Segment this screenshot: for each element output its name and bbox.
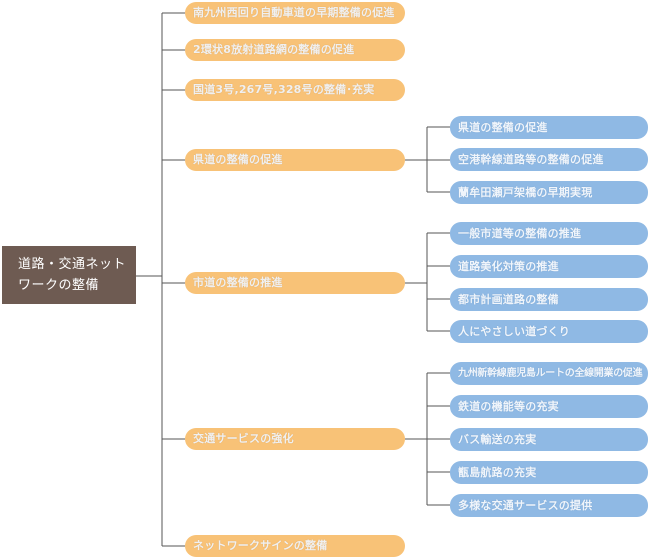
node-people-friendly-roads: 人にやさしい道づくり	[450, 320, 648, 343]
node-prefectural-road-promotion: 県道の整備の促進	[450, 116, 648, 139]
node-urban-planning-roads: 都市計画道路の整備	[450, 288, 648, 311]
root-label-line2: ワークの整備	[18, 278, 100, 293]
node-road-beautification: 道路美化対策の推進	[450, 255, 648, 278]
node-diverse-transport: 多様な交通サービスの提供	[450, 494, 648, 517]
node-bridge-realization: 蘭牟田瀬戸架橋の早期実現	[450, 181, 648, 204]
node-transport-services: 交通サービスの強化	[185, 428, 405, 450]
node-city-roads: 市道の整備の推進	[185, 272, 405, 294]
node-koshiki-ferry: 甑島航路の充実	[450, 461, 648, 484]
node-network-signs: ネットワークサインの整備	[185, 535, 405, 557]
node-railway-functions: 鉄道の機能等の充実	[450, 395, 648, 418]
root-node: 道路・交通ネット ワークの整備	[2, 246, 136, 304]
node-bus-transport: バス輸送の充実	[450, 428, 648, 451]
node-general-city-roads: 一般市道等の整備の推進	[450, 222, 648, 245]
node-ring-radial-roads: 2環状8放射道路網の整備の促進	[185, 39, 405, 61]
node-expressway: 南九州西回り自動車道の早期整備の促進	[185, 2, 405, 24]
node-national-routes: 国道3号,267号,328号の整備･充実	[185, 79, 405, 101]
node-prefectural-roads: 県道の整備の促進	[185, 149, 405, 171]
node-airport-trunk-roads: 空港幹線道路等の整備の促進	[450, 148, 648, 171]
root-label-line1: 道路・交通ネット	[18, 257, 127, 272]
node-shinkansen: 九州新幹線鹿児島ルートの全線開業の促進	[450, 362, 648, 385]
